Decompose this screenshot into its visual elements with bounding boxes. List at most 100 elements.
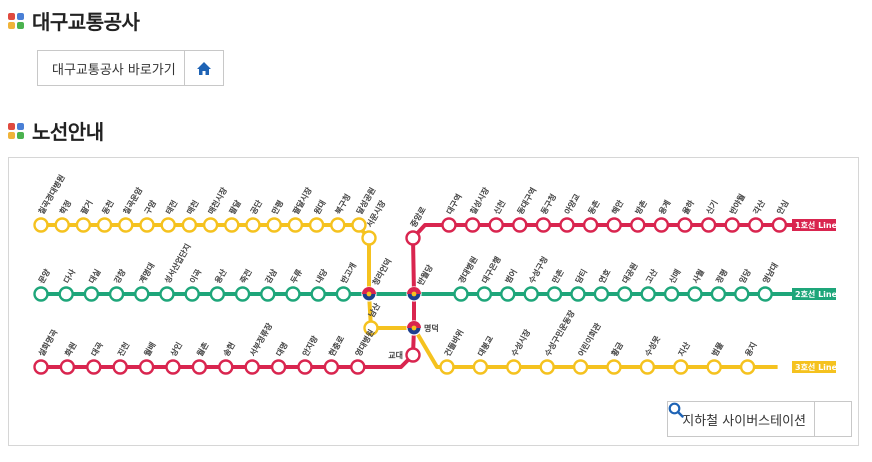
station-label: 담티 bbox=[573, 267, 589, 285]
station-label: 영남대 bbox=[760, 261, 780, 285]
station-label: 신매 bbox=[667, 267, 683, 285]
station-marker bbox=[270, 359, 287, 375]
station-label: 북구청 bbox=[333, 192, 353, 216]
transfer-marker-top bbox=[362, 287, 376, 294]
station-marker bbox=[134, 286, 150, 302]
homepage-link-label[interactable]: 대구교통공사 바로가기 bbox=[38, 51, 185, 85]
station-marker bbox=[184, 286, 200, 302]
station-label: 월촌 bbox=[194, 340, 210, 358]
line1-badge bbox=[792, 219, 836, 231]
station-label: 명덕 bbox=[424, 323, 439, 333]
station-label: 반야월 bbox=[727, 192, 747, 216]
station-marker bbox=[363, 320, 379, 336]
station-marker bbox=[559, 217, 575, 233]
station-marker bbox=[287, 217, 304, 233]
station-label: 대공원 bbox=[620, 261, 640, 285]
station-marker bbox=[640, 286, 656, 302]
station-marker bbox=[58, 286, 74, 302]
station-marker bbox=[506, 359, 522, 375]
station-marker bbox=[33, 359, 49, 375]
station-marker bbox=[75, 217, 92, 233]
station-label: 화원 bbox=[62, 340, 78, 358]
station-marker bbox=[771, 217, 788, 233]
station-marker bbox=[310, 286, 326, 302]
bullet-square-blue bbox=[17, 122, 24, 130]
station-marker bbox=[335, 286, 352, 302]
transfer-marker-top bbox=[407, 287, 421, 294]
station-label: 어린이회관 bbox=[576, 321, 603, 358]
station-marker bbox=[706, 359, 722, 375]
station-marker bbox=[112, 359, 128, 375]
station-marker bbox=[572, 359, 589, 375]
station-marker bbox=[159, 286, 175, 302]
station-label: 대실 bbox=[86, 267, 102, 285]
station-marker bbox=[582, 217, 599, 233]
transfer-marker-center bbox=[411, 291, 417, 297]
station-label: 반고개 bbox=[338, 261, 358, 285]
station-label: 학정 bbox=[57, 198, 73, 216]
cyber-station-button[interactable]: 지하철 사이버스테이션 bbox=[667, 401, 852, 437]
station-label: 해안 bbox=[609, 198, 625, 216]
station-marker bbox=[593, 286, 610, 302]
station-marker bbox=[285, 286, 301, 302]
station-marker bbox=[33, 286, 49, 302]
station-marker bbox=[535, 217, 552, 233]
station-marker bbox=[181, 217, 198, 233]
station-marker bbox=[234, 286, 251, 302]
station-label: 사월 bbox=[690, 267, 706, 285]
station-marker bbox=[630, 217, 646, 233]
station-label: 매천 bbox=[184, 198, 200, 216]
station-label: 이곡 bbox=[187, 267, 203, 285]
station-label: 용계 bbox=[656, 198, 672, 216]
station-label: 청라언덕 bbox=[370, 256, 393, 287]
station-label: 동천 bbox=[100, 198, 116, 216]
station-marker bbox=[523, 286, 539, 302]
station-label: 칠성시장 bbox=[468, 185, 492, 216]
station-marker bbox=[439, 359, 455, 375]
station-marker bbox=[308, 217, 325, 233]
station-label: 동대구역 bbox=[515, 185, 538, 216]
search-icon[interactable] bbox=[668, 402, 851, 436]
station-marker bbox=[617, 286, 633, 302]
home-icon[interactable] bbox=[185, 51, 223, 85]
station-marker bbox=[700, 217, 717, 233]
bullet-square-green bbox=[17, 131, 24, 139]
section-header-route-guide: 노선안내 bbox=[8, 116, 104, 145]
station-label: 건들바위 bbox=[442, 327, 465, 358]
station-label: 공단 bbox=[248, 198, 264, 216]
station-marker bbox=[606, 217, 622, 233]
station-marker bbox=[323, 359, 340, 375]
station-marker bbox=[739, 359, 756, 375]
station-marker bbox=[464, 217, 481, 233]
station-label: 팔거 bbox=[78, 198, 94, 216]
station-marker bbox=[663, 286, 680, 302]
station-label: 용지 bbox=[743, 340, 759, 358]
station-label: 율하 bbox=[680, 198, 696, 216]
station-label: 대구역 bbox=[444, 192, 464, 216]
bullet-icon bbox=[8, 12, 24, 29]
station-label: 안지랑 bbox=[300, 333, 320, 358]
station-label: 구암 bbox=[142, 198, 158, 216]
station-marker bbox=[224, 217, 240, 233]
station-label: 팔달시장 bbox=[290, 185, 314, 216]
homepage-link-button[interactable]: 대구교통공사 바로가기 bbox=[37, 50, 224, 86]
station-marker bbox=[710, 286, 727, 302]
station-label: 칠곡운암 bbox=[121, 185, 145, 216]
station-label: 강창 bbox=[112, 267, 128, 285]
station-marker bbox=[539, 359, 555, 375]
station-marker bbox=[108, 286, 125, 302]
station-label: 대명 bbox=[274, 340, 290, 358]
section-title: 노선안내 bbox=[32, 120, 104, 144]
cyber-station-label[interactable]: 지하철 사이버스테이션 bbox=[668, 402, 815, 436]
station-label: 팔달 bbox=[227, 198, 243, 216]
station-label: 신기 bbox=[704, 198, 720, 216]
station-label: 송현 bbox=[221, 340, 237, 358]
station-marker bbox=[260, 286, 276, 302]
station-marker bbox=[361, 230, 377, 246]
station-label: 만평 bbox=[269, 198, 285, 216]
station-marker bbox=[86, 359, 102, 375]
station-marker bbox=[138, 359, 155, 375]
station-marker bbox=[209, 286, 226, 302]
